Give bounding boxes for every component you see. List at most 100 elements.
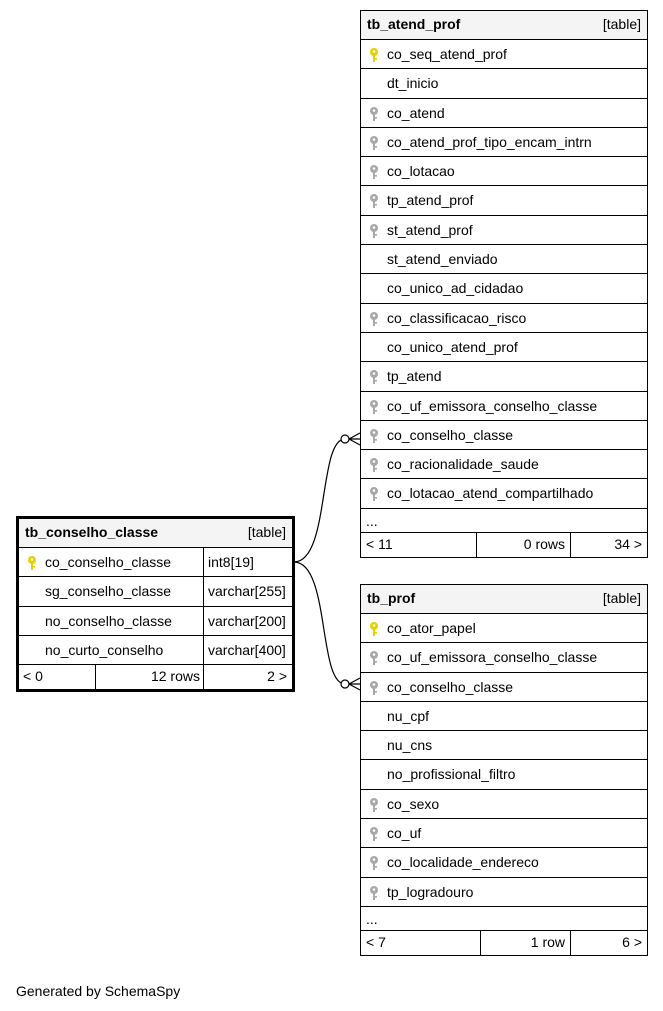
column-row[interactable]: co_uf_emissora_conselho_classe [361,643,647,673]
column-row[interactable]: co_lotacao_atend_compartilhado [361,479,647,509]
column-row[interactable]: st_atend_enviado [361,245,647,275]
footer-parents: < 0 [23,668,43,685]
column-row[interactable]: st_atend_prof [361,216,647,246]
table-name: tb_atend_prof [367,16,461,32]
column-row[interactable]: co_atend [361,99,647,128]
table-tb-prof[interactable]: tb_prof [table] co_ator_papel co_uf_emiss… [360,584,648,956]
column-row[interactable]: sg_conselho_classe varchar[255] [19,577,292,607]
foreign-key-icon [368,311,380,327]
more-columns: ... [361,907,647,931]
column-row[interactable]: co_classificacao_risco [361,304,647,333]
optional-marker-prof [340,679,350,689]
column-name: co_lotacao [387,163,455,180]
more-indicator: ... [366,910,378,927]
column-name: co_unico_atend_prof [387,338,518,355]
foreign-key-icon [368,369,380,385]
table-header: tb_prof [table] [361,585,647,614]
foreign-key-icon [368,457,380,473]
column-row[interactable]: tp_logradouro [361,878,647,907]
footer-rows: 1 row [530,933,565,950]
column-name: co_sexo [387,795,440,812]
primary-key-icon [26,555,38,571]
foreign-key-icon [368,797,380,813]
foreign-key-icon [368,826,380,842]
footer-parents: < 7 [366,933,386,950]
foreign-key-icon [368,650,380,666]
column-row[interactable]: co_atend_prof_tipo_encam_intrn [361,128,647,158]
table-type: [table] [602,16,641,32]
table-tb-conselho-classe[interactable]: tb_conselho_classe [table] co_conselho_c… [16,516,295,693]
table-name: tb_prof [367,590,416,606]
column-row[interactable]: co_conselho_classe [361,421,647,451]
column-row[interactable]: tp_atend [361,362,647,392]
column-row[interactable]: no_profissional_filtro [361,760,647,790]
column-name: nu_cpf [387,707,430,724]
column-name: co_racionalidade_saude [387,456,539,473]
column-row[interactable]: co_uf_emissora_conselho_classe [361,392,647,421]
crowfoot-atend [348,432,361,446]
column-row[interactable]: co_lotacao [361,157,647,187]
column-name: co_lotacao_atend_compartilhado [387,485,594,502]
column-row[interactable]: co_racionalidade_saude [361,450,647,480]
column-row[interactable]: nu_cns [361,731,647,761]
column-row[interactable]: dt_inicio [361,69,647,99]
link-conselho-to-prof [293,561,346,685]
column-row[interactable]: co_sexo [361,790,647,820]
column-name: sg_conselho_classe [45,583,172,600]
more-indicator: ... [366,512,378,529]
column-row[interactable]: co_unico_ad_cidadao [361,274,647,304]
optional-marker-atend [340,434,350,444]
foreign-key-icon [368,428,380,444]
column-name: co_uf [387,825,422,842]
column-name: st_atend_prof [387,221,473,238]
column-name: co_atend [387,104,445,121]
column-name: co_localidade_endereco [387,854,539,871]
primary-key-icon [368,621,380,637]
column-name: no_profissional_filtro [387,766,516,783]
foreign-key-icon [368,164,380,180]
footer-parents: < 11 [366,535,393,552]
column-datatype: varchar[255] [203,577,286,606]
more-columns: ... [361,509,647,533]
foreign-key-icon [368,399,380,415]
column-name: no_conselho_classe [45,612,172,629]
column-row[interactable]: co_localidade_endereco [361,848,647,878]
column-row[interactable]: co_seq_atend_prof [361,40,647,70]
column-name: co_ator_papel [387,620,476,636]
column-row[interactable]: co_ator_papel [361,614,647,644]
column-name: tp_atend_prof [387,192,474,209]
table-type: [table] [247,524,286,540]
column-list: co_seq_atend_prof dt_inicio co_atend co_ate… [361,40,647,509]
column-name: co_atend_prof_tipo_encam_intrn [387,133,592,150]
foreign-key-icon [368,193,380,209]
foreign-key-icon [368,885,380,901]
column-name: co_unico_ad_cidadao [387,280,524,297]
column-row[interactable]: co_conselho_classe [361,673,647,702]
footer-rows: 0 rows [523,535,565,552]
column-row[interactable]: tp_atend_prof [361,186,647,216]
column-name: no_curto_conselho [45,641,164,658]
table-footer: < 7 1 row 6 > [361,930,647,955]
link-conselho-to-atend [293,438,346,563]
crowfoot-prof [348,677,361,691]
footer-children: 34 > [614,535,642,552]
table-footer: < 11 0 rows 34 > [361,532,647,557]
column-name: nu_cns [387,737,433,754]
footer-children: 2 > [267,668,287,685]
table-footer: < 0 12 rows 2 > [19,665,292,690]
column-name: co_conselho_classe [45,554,172,570]
column-name: co_seq_atend_prof [387,46,507,62]
column-name: tp_logradouro [387,883,474,900]
column-row[interactable]: co_unico_atend_prof [361,333,647,363]
table-type: [table] [602,590,641,606]
column-name: st_atend_enviado [387,251,498,268]
column-row[interactable]: nu_cpf [361,702,647,732]
column-name: co_conselho_classe [387,426,514,443]
column-row[interactable]: co_uf [361,819,647,849]
